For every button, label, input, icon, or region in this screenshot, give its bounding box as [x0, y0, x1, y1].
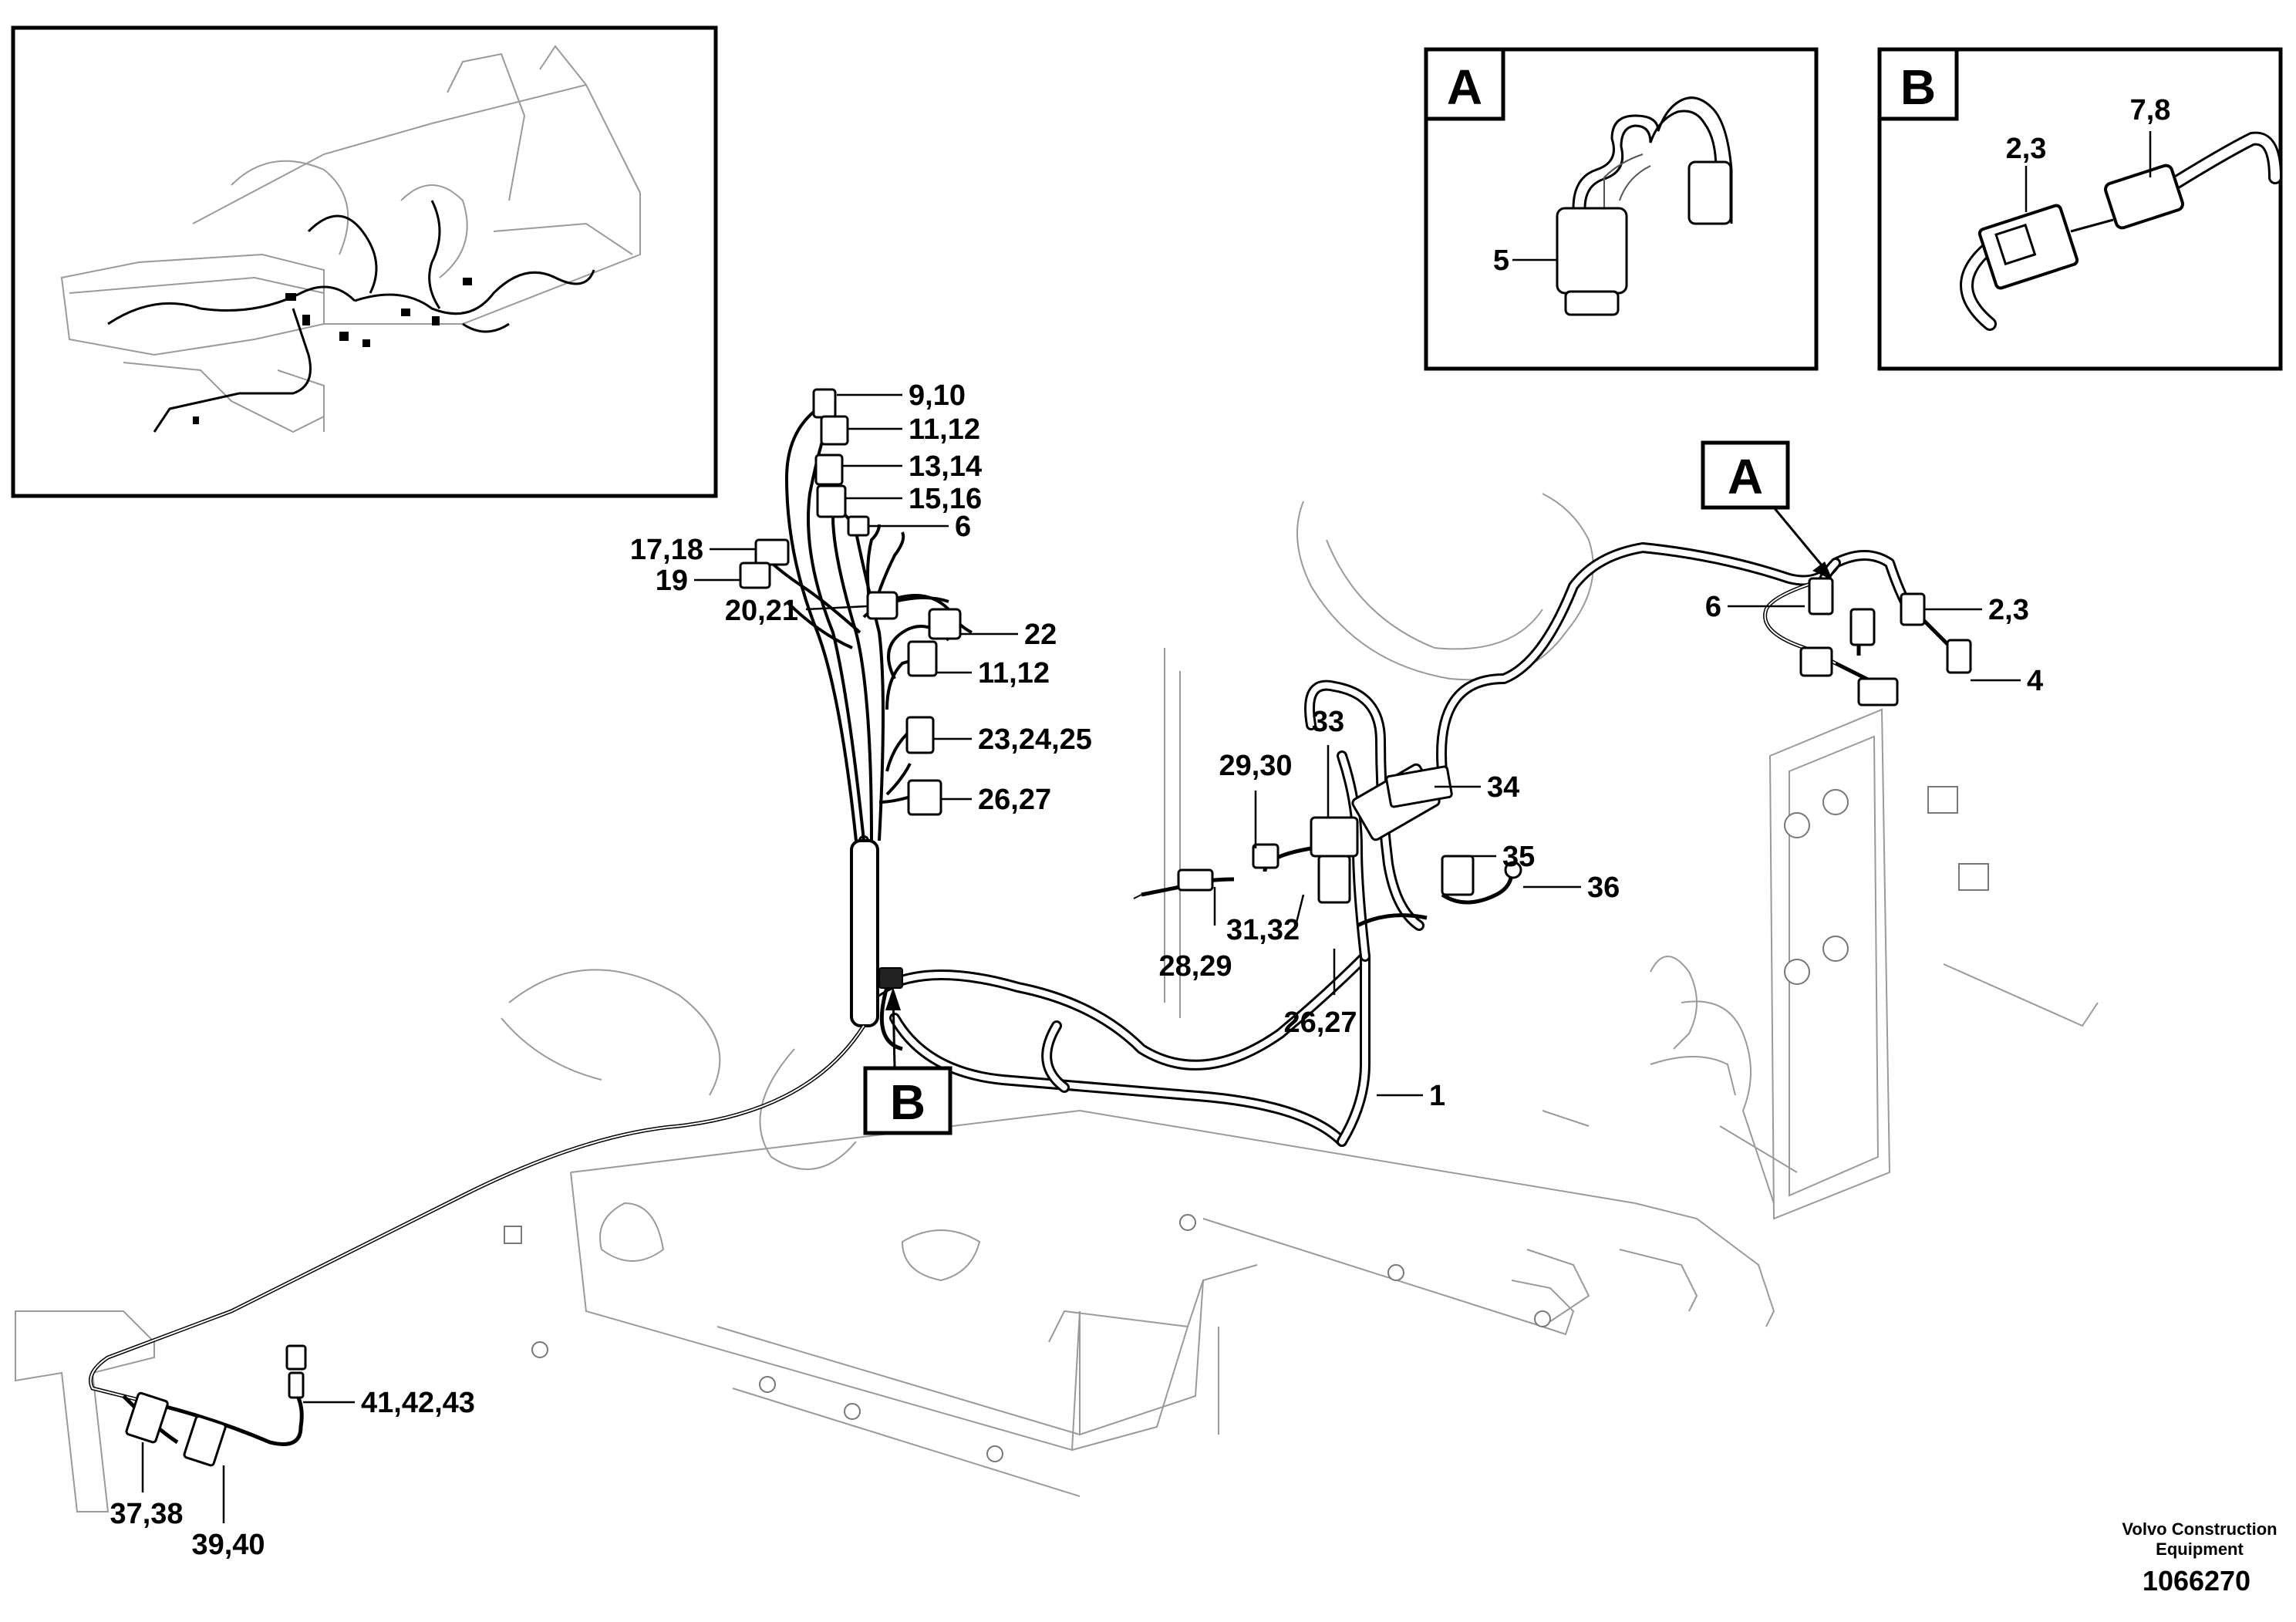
detail-view-a-letter: A [1447, 59, 1482, 115]
callout-9-10: 9,10 [909, 379, 966, 412]
callout-20-21: 20,21 [725, 595, 798, 627]
machine-frame-outline [501, 493, 2099, 1497]
callout-28-29: 28,29 [1158, 950, 1232, 983]
callout-22: 22 [1024, 619, 1057, 651]
view-marker-b: B [863, 987, 952, 1135]
callout-19: 19 [656, 565, 688, 597]
callout-11-12-mid: 11,12 [978, 657, 1050, 690]
footer: Volvo Construction Equipment 1066270 [2122, 1519, 2277, 1597]
callout-5: 5 [1493, 244, 1509, 277]
callout-41-42-43: 41,42,43 [361, 1387, 475, 1419]
callout-17-18: 17,18 [630, 534, 703, 566]
callout-7-8: 7,8 [2130, 94, 2171, 126]
callout-2-3: 2,3 [1988, 594, 2029, 626]
callout-1: 1 [1429, 1080, 1445, 1112]
callout-labels: 9,10 11,12 13,14 15,16 6 17,18 19 20,21 … [110, 379, 2043, 1561]
callout-35: 35 [1502, 841, 1535, 873]
callout-31-32: 31,32 [1226, 914, 1300, 946]
callout-29-30: 29,30 [1219, 750, 1292, 782]
view-a-connector-illustration [1556, 96, 1733, 316]
callout-leaders [141, 393, 2021, 1523]
overview-inset [11, 25, 718, 498]
detail-view-a: A 5 [1424, 47, 1819, 371]
pedestal-base [15, 1310, 155, 1512]
company-name-line1: Volvo Construction [2122, 1519, 2277, 1539]
view-marker-a-letter: A [1728, 449, 1763, 504]
callout-23-24-25: 23,24,25 [978, 723, 1092, 756]
callout-15-16: 15,16 [909, 483, 982, 515]
callout-39-40: 39,40 [191, 1529, 265, 1561]
view-b-connector-illustration [1960, 131, 2282, 331]
frame-bolts [504, 786, 1989, 1462]
document-number: 1066270 [2143, 1565, 2250, 1597]
callout-37-38: 37,38 [110, 1498, 183, 1530]
callout-13-14: 13,14 [909, 450, 982, 483]
company-name-line2: Equipment [2156, 1539, 2244, 1559]
detail-view-b: B 2,3 7,8 [1877, 47, 2283, 371]
callout-34: 34 [1487, 771, 1519, 804]
detail-view-b-letter: B [1900, 59, 1936, 115]
callout-6-right: 6 [1705, 591, 1721, 623]
view-marker-a: A [1701, 440, 1832, 580]
callout-11-12-top: 11,12 [909, 413, 980, 446]
callout-4: 4 [2027, 665, 2043, 697]
callout-26-27-upper: 26,27 [978, 784, 1051, 816]
callout-6-top: 6 [955, 511, 971, 543]
callout-2-3-view-b: 2,3 [2006, 133, 2047, 165]
main-harness [89, 388, 1972, 1467]
callout-26-27-lower: 26,27 [1283, 1007, 1357, 1039]
view-marker-b-letter: B [890, 1074, 925, 1130]
callout-36: 36 [1587, 872, 1620, 904]
callout-33: 33 [1312, 706, 1344, 738]
